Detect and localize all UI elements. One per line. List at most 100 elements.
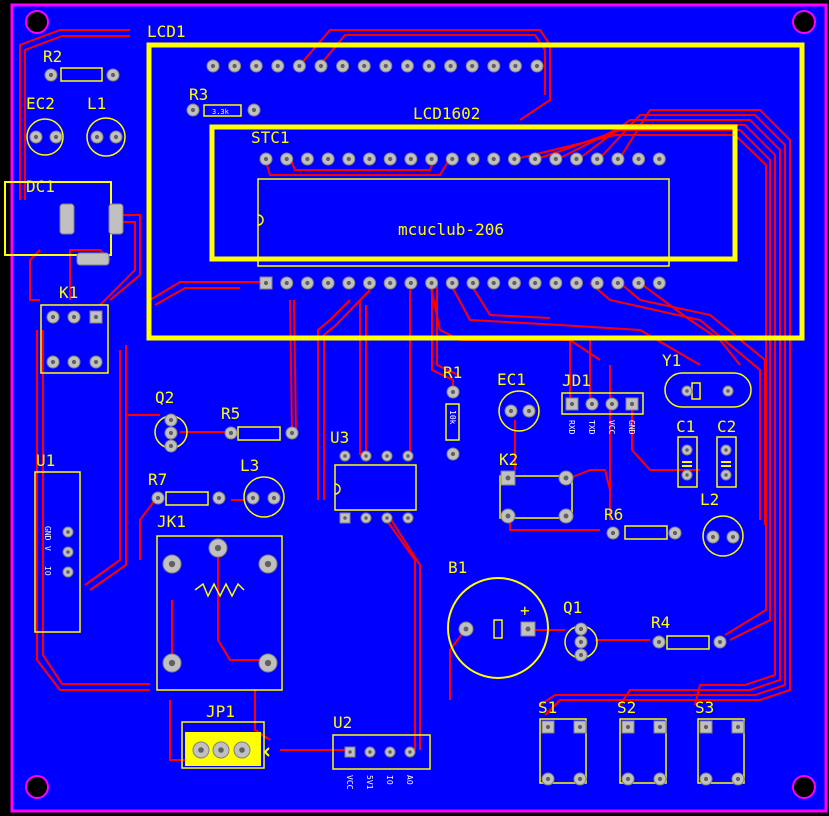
stc1-pad-hole <box>615 280 621 286</box>
s2-pad-hole <box>625 776 631 782</box>
r1-body <box>445 403 460 441</box>
r1-label: R1 <box>443 363 462 382</box>
lcd1-pad-hole <box>448 63 453 69</box>
mounting-holes <box>25 10 816 799</box>
r4-pad-hole <box>717 639 723 645</box>
lcd1-pad-hole <box>513 63 518 69</box>
jk1-pad-hole <box>264 659 272 667</box>
stc1-pad-hole <box>408 280 413 286</box>
ec1-pad-hole <box>508 408 514 414</box>
jd1-pad-hole <box>609 401 615 407</box>
u1-pin-label: IO <box>43 566 52 576</box>
k1-outline <box>40 304 109 374</box>
k2-pad-hole <box>563 475 569 481</box>
u1-pad-hole <box>66 550 70 554</box>
c1-pad-hole <box>685 448 689 452</box>
stc1-pad-hole <box>636 156 641 162</box>
q2-pad-hole <box>168 417 174 423</box>
r1-pad-hole <box>450 451 456 457</box>
s2-pad-hole <box>657 776 663 782</box>
jp1-pad-hole <box>239 747 245 753</box>
ec2-pad-hole <box>33 134 39 140</box>
u2-pin-label: IO <box>385 775 394 785</box>
dc1-label: DC1 <box>26 177 55 196</box>
c1-outline <box>677 436 698 488</box>
lcd1-pad-hole <box>470 63 475 69</box>
k1-pad-hole <box>71 314 77 320</box>
u3-pad-hole <box>343 516 347 520</box>
stc1-pad-hole <box>657 280 662 286</box>
lcd1-pad-hole <box>340 63 345 69</box>
stc1-pad-hole <box>326 156 331 162</box>
u3-pad-hole <box>406 516 410 520</box>
r7-body <box>165 491 209 506</box>
jk1-outline <box>156 535 283 691</box>
dc1-pad <box>59 203 75 235</box>
stc1-pad-hole <box>450 280 455 286</box>
q2-pad-hole <box>168 443 174 449</box>
r2-body <box>60 67 103 82</box>
stc1-pad-hole <box>512 280 517 286</box>
lcd1-pad-hole <box>383 63 388 69</box>
k1-pad-hole <box>50 314 56 320</box>
r2-label: R2 <box>43 47 62 66</box>
l3-label: L3 <box>240 456 259 475</box>
s2-label: S2 <box>617 698 636 717</box>
b1-label: B1 <box>448 558 467 577</box>
labels: LCD1 LCD1602 STC1 mcuclub-206 R2 EC2 L1 … <box>26 22 736 732</box>
s3-pad-hole <box>703 776 709 782</box>
y1-outline <box>664 372 752 408</box>
l1-pad-hole <box>113 134 119 140</box>
jk1-coil <box>194 582 245 598</box>
r6-pad-hole <box>672 530 678 536</box>
u3-outline <box>334 464 417 511</box>
lcd1-outline <box>146 42 805 341</box>
s3-label: S3 <box>695 698 714 717</box>
u1-pad-hole <box>66 570 70 574</box>
stc1-pad-hole <box>346 156 351 162</box>
lcd1-pad-hole <box>426 63 432 69</box>
u3-pad-hole <box>343 454 347 458</box>
stc1-pad-hole <box>367 156 372 162</box>
c2-pad-hole <box>724 473 728 477</box>
jp1-label: JP1 <box>206 702 235 721</box>
lcd1-pad-hole <box>297 63 302 69</box>
lcd1-label: LCD1 <box>147 22 186 41</box>
r6-pad-hole <box>610 530 616 536</box>
s3-pad-hole <box>735 724 741 730</box>
c1-label: C1 <box>676 417 695 436</box>
stc1-pad-hole <box>305 156 310 162</box>
jd1-label: JD1 <box>562 371 591 390</box>
dc1-pad <box>76 252 110 266</box>
ec2-label: EC2 <box>26 94 55 113</box>
l3-pad-hole <box>250 495 256 501</box>
ec1-label: EC1 <box>497 370 526 389</box>
stc1-label: STC1 <box>251 128 290 147</box>
l1-pad-hole <box>94 134 100 140</box>
u3-pad-hole <box>364 516 368 520</box>
k1-pad-hole <box>93 314 99 320</box>
r5-pad-hole <box>228 430 234 436</box>
k2-pad-hole <box>505 513 511 519</box>
c2-label: C2 <box>717 417 736 436</box>
c1-pad-hole <box>685 473 689 477</box>
lcd1-pad-hole <box>210 63 216 69</box>
stc1-pad-hole <box>615 156 621 162</box>
l3-pad-hole <box>271 495 277 501</box>
k1-pad-hole <box>71 359 77 365</box>
r4-body <box>666 635 710 650</box>
u1-pin-label: GND <box>43 526 52 541</box>
stc1-pad-hole <box>429 156 434 162</box>
b1-pad-hole <box>525 626 531 632</box>
l1-label: L1 <box>87 94 106 113</box>
u2-label: U2 <box>333 713 352 732</box>
s1-pad-hole <box>577 724 583 730</box>
lcd1-pad-hole <box>275 63 280 69</box>
stc1-outline <box>209 124 738 262</box>
jd1-outline <box>561 392 644 415</box>
r7-pad-hole <box>216 495 222 501</box>
stc1-pad-hole <box>470 156 476 162</box>
u3-label: U3 <box>330 428 349 447</box>
stc1-pad-hole <box>346 280 351 286</box>
